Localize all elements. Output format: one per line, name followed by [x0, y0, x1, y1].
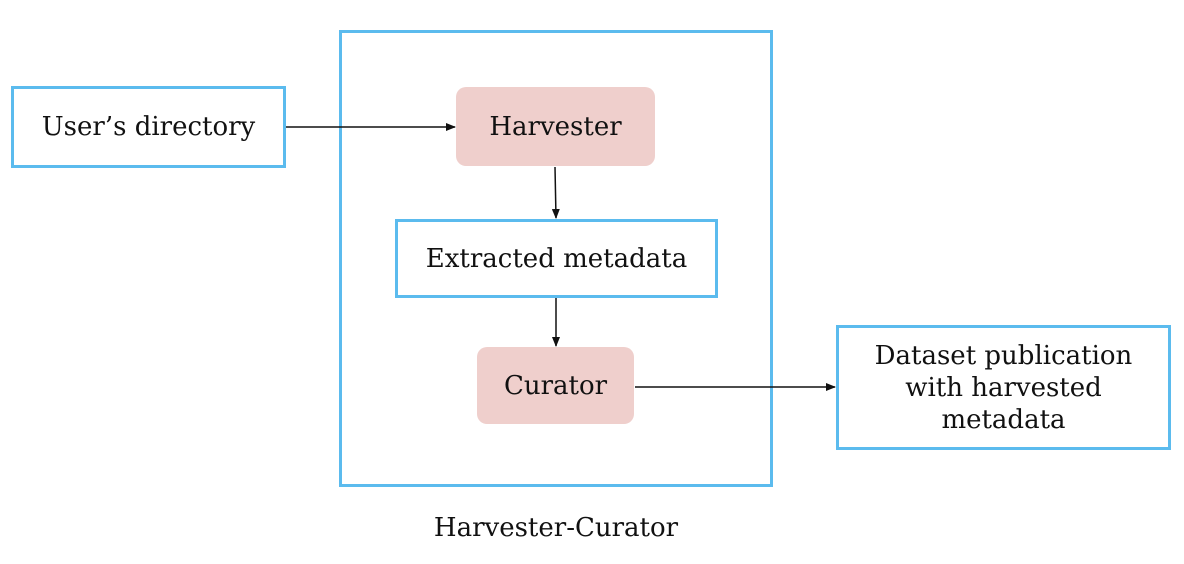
harvester-curator-group — [339, 30, 773, 487]
extracted-metadata-node: Extracted metadata — [395, 219, 718, 298]
curator-node: Curator — [477, 347, 634, 424]
dataset-publication-label: Dataset publication with harvested metad… — [875, 340, 1133, 436]
dataset-publication-line-3: metadata — [941, 404, 1066, 435]
user-directory-label: User’s directory — [41, 112, 256, 142]
user-directory-node: User’s directory — [11, 86, 286, 168]
dataset-publication-line-2: with harvested — [905, 372, 1102, 403]
curator-label: Curator — [503, 370, 608, 401]
harvester-node: Harvester — [456, 87, 655, 166]
dataset-publication-node: Dataset publication with harvested metad… — [836, 325, 1171, 450]
extracted-metadata-label: Extracted metadata — [425, 243, 688, 274]
group-label: Harvester-Curator — [433, 513, 679, 543]
harvester-label: Harvester — [489, 111, 622, 142]
dataset-publication-line-1: Dataset publication — [874, 340, 1133, 371]
